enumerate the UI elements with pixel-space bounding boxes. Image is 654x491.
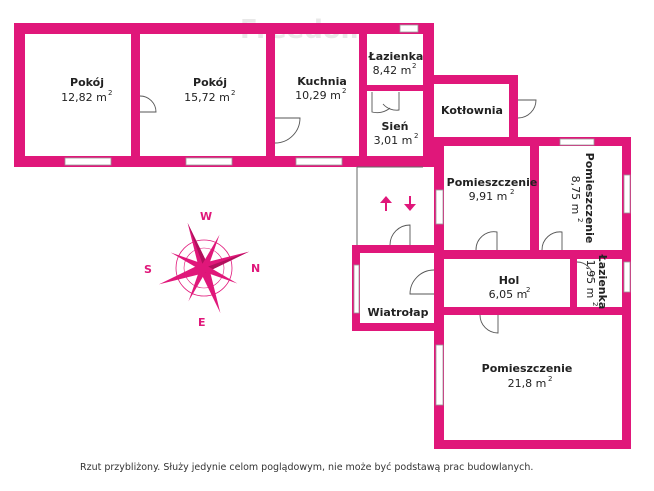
compass-rose-icon: W N S E — [144, 210, 260, 329]
room-name: Pomieszczenie — [583, 153, 596, 244]
area-superscript: 2 — [412, 62, 416, 70]
room-area: 12,82 m — [61, 91, 107, 104]
room-name: Wiatrołap — [368, 306, 429, 319]
area-superscript: 2 — [576, 218, 584, 222]
footnote: Rzut przybliżony. Służy jedynie celom po… — [80, 462, 533, 473]
room-area: 6,05 m — [489, 288, 528, 301]
entry-arrows — [380, 196, 416, 211]
area-superscript: 2 — [510, 188, 514, 196]
room-name: Hol — [499, 274, 520, 287]
room-name: Pokój — [193, 76, 227, 89]
area-superscript: 2 — [526, 286, 530, 294]
doors — [139, 92, 594, 334]
room-name: Sień — [382, 120, 409, 133]
room-area: 8,42 m — [373, 64, 412, 77]
windows — [64, 24, 631, 406]
room-name: Pomieszczenie — [482, 362, 573, 375]
area-superscript: 2 — [414, 132, 418, 140]
room-area: 1,95 m — [584, 260, 597, 299]
compass-s: S — [144, 263, 152, 276]
room-name: Pokój — [70, 76, 104, 89]
compass-n: N — [251, 262, 260, 275]
area-superscript: 2 — [342, 87, 346, 95]
room-area: 8,75 m — [569, 176, 582, 215]
compass-w: W — [200, 210, 212, 223]
room-name: Łazienka — [368, 50, 424, 63]
room-area: 3,01 m — [374, 134, 413, 147]
room-labels: Pokój 12,82 m 2 Pokój 15,72 m 2 Kuchnia … — [61, 50, 609, 390]
area-superscript: 2 — [591, 302, 599, 306]
area-superscript: 2 — [231, 89, 235, 97]
room-name: Kotłownia — [441, 104, 503, 117]
compass-e: E — [198, 316, 206, 329]
room-area: 15,72 m — [184, 91, 230, 104]
room-area: 9,91 m — [469, 190, 508, 203]
room-name: Pomieszczenie — [447, 176, 538, 189]
room-name: Łazienka — [596, 254, 609, 310]
room-area: 10,29 m — [295, 89, 341, 102]
room-name: Kuchnia — [297, 75, 347, 88]
room-area: 21,8 m — [508, 377, 547, 390]
area-superscript: 2 — [548, 375, 552, 383]
area-superscript: 2 — [108, 89, 112, 97]
